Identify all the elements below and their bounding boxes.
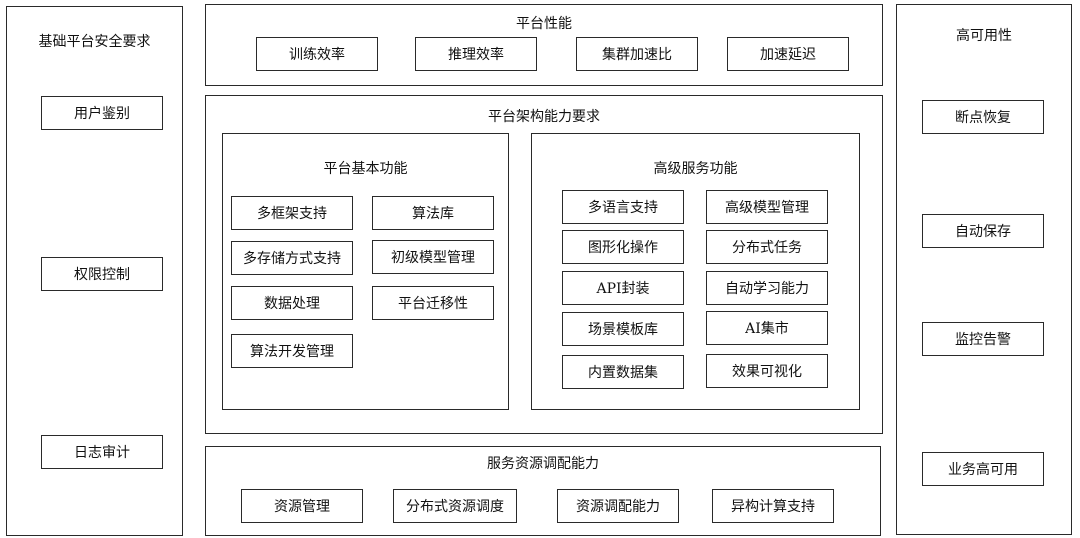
advanced-item-graphical: 图形化操作 xyxy=(562,230,684,264)
basic-functions-title: 平台基本功能 xyxy=(323,161,408,177)
advanced-item-visualization: 效果可视化 xyxy=(706,354,828,388)
scheduling-item-distributed-scheduling: 分布式资源调度 xyxy=(393,489,517,523)
performance-item-cluster-speedup: 集群加速比 xyxy=(576,37,698,71)
advanced-item-scene-templates: 场景模板库 xyxy=(562,312,684,346)
basic-item-portability: 平台迁移性 xyxy=(372,286,494,320)
security-panel-title: 基础平台安全要求 xyxy=(38,34,151,50)
scheduling-panel: 服务资源调配能力 资源管理 分布式资源调度 资源调配能力 异构计算支持 xyxy=(205,446,881,536)
availability-item-autosave: 自动保存 xyxy=(922,214,1044,248)
availability-item-monitoring: 监控告警 xyxy=(922,322,1044,356)
availability-item-breakpoint: 断点恢复 xyxy=(922,100,1044,134)
performance-panel-title: 平台性能 xyxy=(516,16,572,32)
advanced-item-ai-market: AI集市 xyxy=(706,311,828,345)
advanced-item-distributed-task: 分布式任务 xyxy=(706,230,828,264)
scheduling-panel-title: 服务资源调配能力 xyxy=(487,456,599,472)
performance-item-inference: 推理效率 xyxy=(415,37,537,71)
advanced-services-panel: 高级服务功能 多语言支持 高级模型管理 图形化操作 分布式任务 API封装 自动… xyxy=(531,133,860,410)
availability-panel: 高可用性 断点恢复 自动保存 监控告警 业务高可用 xyxy=(896,4,1072,535)
scheduling-item-resource-management: 资源管理 xyxy=(241,489,363,523)
performance-item-latency: 加速延迟 xyxy=(727,37,849,71)
scheduling-item-heterogeneous: 异构计算支持 xyxy=(712,489,834,523)
security-item-user-auth: 用户鉴别 xyxy=(41,96,163,130)
scheduling-item-allocation: 资源调配能力 xyxy=(557,489,679,523)
basic-item-multi-framework: 多框架支持 xyxy=(231,196,353,230)
advanced-item-builtin-datasets: 内置数据集 xyxy=(562,355,684,389)
security-panel: 基础平台安全要求 用户鉴别 权限控制 日志审计 xyxy=(6,6,183,536)
advanced-item-multi-language: 多语言支持 xyxy=(562,190,684,224)
basic-item-multi-storage: 多存储方式支持 xyxy=(231,241,353,275)
advanced-services-title: 高级服务功能 xyxy=(653,161,738,177)
performance-panel: 平台性能 训练效率 推理效率 集群加速比 加速延迟 xyxy=(205,4,883,86)
basic-item-algorithm-dev: 算法开发管理 xyxy=(231,334,353,368)
architecture-panel: 平台架构能力要求 平台基本功能 多框架支持 算法库 多存储方式支持 初级模型管理… xyxy=(205,95,883,434)
advanced-item-advanced-model: 高级模型管理 xyxy=(706,190,828,224)
architecture-panel-title: 平台架构能力要求 xyxy=(488,109,600,125)
security-item-permission: 权限控制 xyxy=(41,257,163,291)
availability-panel-title: 高可用性 xyxy=(956,28,1012,44)
basic-functions-panel: 平台基本功能 多框架支持 算法库 多存储方式支持 初级模型管理 数据处理 平台迁… xyxy=(222,133,509,410)
basic-item-model-management: 初级模型管理 xyxy=(372,240,494,274)
performance-item-training: 训练效率 xyxy=(256,37,378,71)
basic-item-data-processing: 数据处理 xyxy=(231,286,353,320)
advanced-item-api: API封装 xyxy=(562,271,684,305)
advanced-item-auto-learning: 自动学习能力 xyxy=(706,271,828,305)
availability-item-business-ha: 业务高可用 xyxy=(922,452,1044,486)
security-item-audit-log: 日志审计 xyxy=(41,435,163,469)
basic-item-algorithm-library: 算法库 xyxy=(372,196,494,230)
